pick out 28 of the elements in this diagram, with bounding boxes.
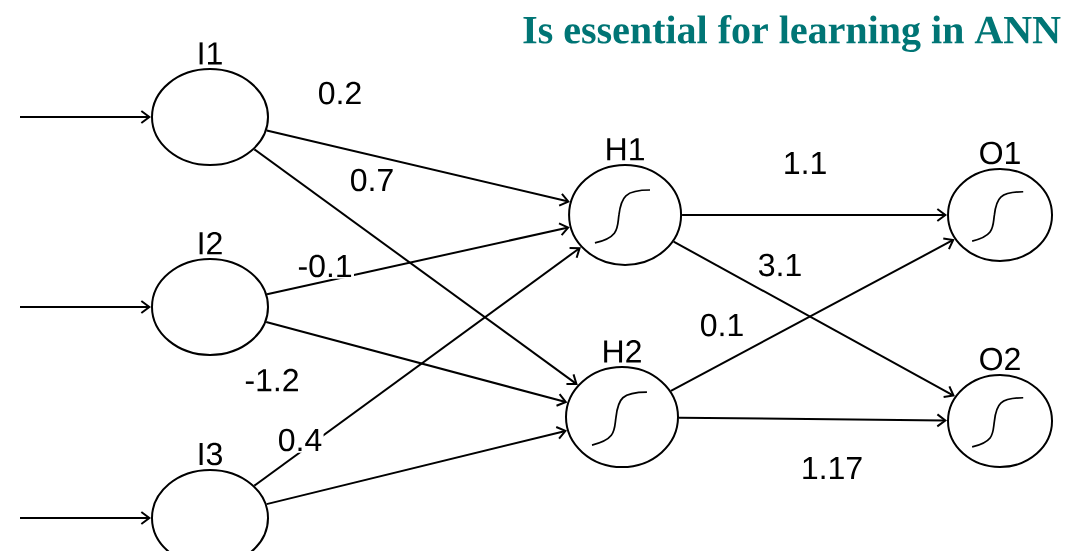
arrow [266,222,570,296]
weight-label: 0.4 [276,427,324,453]
weight-label: 0.2 [316,80,364,106]
node-label: I1 [199,42,222,65]
weight-label: 0.1 [698,312,746,338]
arrow [265,129,570,207]
arrow [253,148,578,386]
node-label: I3 [199,442,222,466]
arrow [265,321,568,407]
arrow [19,511,151,526]
arrow [265,426,568,506]
arrow [678,413,947,428]
node-label: I2 [199,231,222,255]
title: Is essential for learning in ANN [523,15,1061,53]
arrow [19,299,151,314]
weight-label: -1.2 [243,367,301,393]
weight-label: 1.17 [799,455,865,481]
arrow [253,247,581,487]
weight-label: 0.7 [348,167,396,193]
weight-label: 3.1 [756,252,804,278]
node-label: H1 [607,138,644,161]
node-label: O2 [980,347,1020,371]
weight-label: -0.1 [296,253,354,279]
weight-label: 1.1 [781,150,829,176]
arrow [19,110,151,125]
arrow [681,207,947,222]
node-label: H2 [604,340,641,363]
node-label: O1 [980,141,1020,165]
